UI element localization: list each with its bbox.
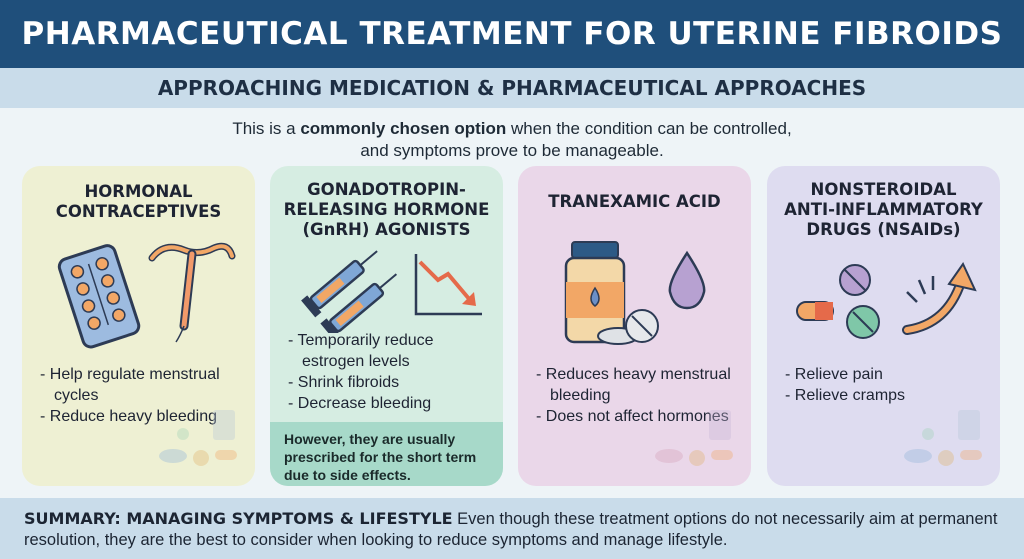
card-list: Reduces heavy menstrual bleeding Does no… [536, 364, 739, 427]
summary-title: SUMMARY: MANAGING SYMPTOMS & LIFESTYLE [24, 509, 453, 528]
card-list: Temporarily reduce estrogen levels Shrin… [288, 330, 491, 414]
tablet-icon [597, 309, 659, 345]
card-icons [270, 244, 503, 334]
page-title: PHARMACEUTICAL TREATMENT FOR UTERINE FIB… [21, 16, 1003, 52]
intro-text: This is a commonly chosen option when th… [0, 118, 1024, 162]
droplet-icon [668, 250, 706, 310]
list-item: Reduce heavy bleeding [40, 406, 243, 427]
subheader-banner: APPROACHING MEDICATION & PHARMACEUTICAL … [0, 68, 1024, 108]
list-item: Decrease bleeding [288, 393, 491, 414]
card-title: GONADOTROPIN- RELEASING HORMONE (GnRH) A… [282, 180, 491, 240]
card-list: Relieve pain Relieve cramps [785, 364, 988, 406]
side-effects-note: However, they are usually prescribed for… [270, 422, 503, 486]
decline-chart-icon [414, 254, 482, 316]
card-title-line: DRUGS (NSAIDs) [806, 220, 961, 239]
card-title-line: GONADOTROPIN- [307, 180, 466, 199]
iud-icon [148, 242, 236, 343]
card-gnrh-agonists: GONADOTROPIN- RELEASING HORMONE (GnRH) A… [270, 166, 503, 486]
syringe-icon [301, 250, 398, 333]
card-title: HORMONAL CONTRACEPTIVES [34, 182, 243, 222]
list-item: Relieve pain [785, 364, 988, 385]
card-title-line: CONTRACEPTIVES [55, 202, 222, 221]
intro-post: when the condition can be controlled, [506, 119, 792, 138]
list-item: Does not affect hormones [536, 406, 739, 427]
pills-icon [796, 264, 880, 339]
pills-decoration-icon [159, 410, 237, 466]
summary-text: Even though these treatment options do n… [24, 510, 998, 549]
card-tranexamic-acid: TRANEXAMIC ACID Reduces heavy menstrual … [518, 166, 751, 486]
card-icons [22, 236, 255, 351]
list-item: Relieve cramps [785, 385, 988, 406]
card-list: Help regulate menstrual cycles Reduce he… [40, 364, 243, 427]
relief-arrow-icon [902, 262, 977, 335]
card-title-line: (GnRH) AGONISTS [302, 220, 471, 239]
card-title-line: NONSTEROIDAL [810, 180, 957, 199]
card-title: NONSTEROIDAL ANTI-INFLAMMATORY DRUGS (NS… [779, 180, 988, 240]
card-hormonal-contraceptives: HORMONAL CONTRACEPTIVES Help re [22, 166, 255, 486]
list-item: Shrink fibroids [288, 372, 491, 393]
card-icons [518, 236, 751, 351]
pills-decoration-icon [655, 410, 733, 466]
list-item: Help regulate menstrual cycles [40, 364, 243, 406]
intro-bold: commonly chosen option [300, 119, 507, 138]
pills-decoration-icon [904, 410, 982, 466]
card-title-line: HORMONAL [84, 182, 193, 201]
card-title-line: ANTI-INFLAMMATORY [784, 200, 983, 219]
pill-pack-icon [57, 244, 141, 349]
card-icons [767, 256, 1000, 351]
intro-pre: This is a [232, 119, 301, 138]
section-subtitle: APPROACHING MEDICATION & PHARMACEUTICAL … [157, 76, 867, 100]
card-title-line: TRANEXAMIC ACID [548, 192, 721, 211]
summary-banner: SUMMARY: MANAGING SYMPTOMS & LIFESTYLE E… [0, 498, 1024, 559]
intro-line2: and symptoms prove to be manageable. [360, 141, 664, 160]
list-item: Reduces heavy menstrual bleeding [536, 364, 739, 406]
card-nsaids: NONSTEROIDAL ANTI-INFLAMMATORY DRUGS (NS… [767, 166, 1000, 486]
card-title-line: RELEASING HORMONE [283, 200, 490, 219]
card-title: TRANEXAMIC ACID [530, 192, 739, 212]
medicine-bottle-icon [564, 241, 626, 344]
list-item: Temporarily reduce estrogen levels [288, 330, 491, 372]
header-banner: PHARMACEUTICAL TREATMENT FOR UTERINE FIB… [0, 0, 1024, 68]
